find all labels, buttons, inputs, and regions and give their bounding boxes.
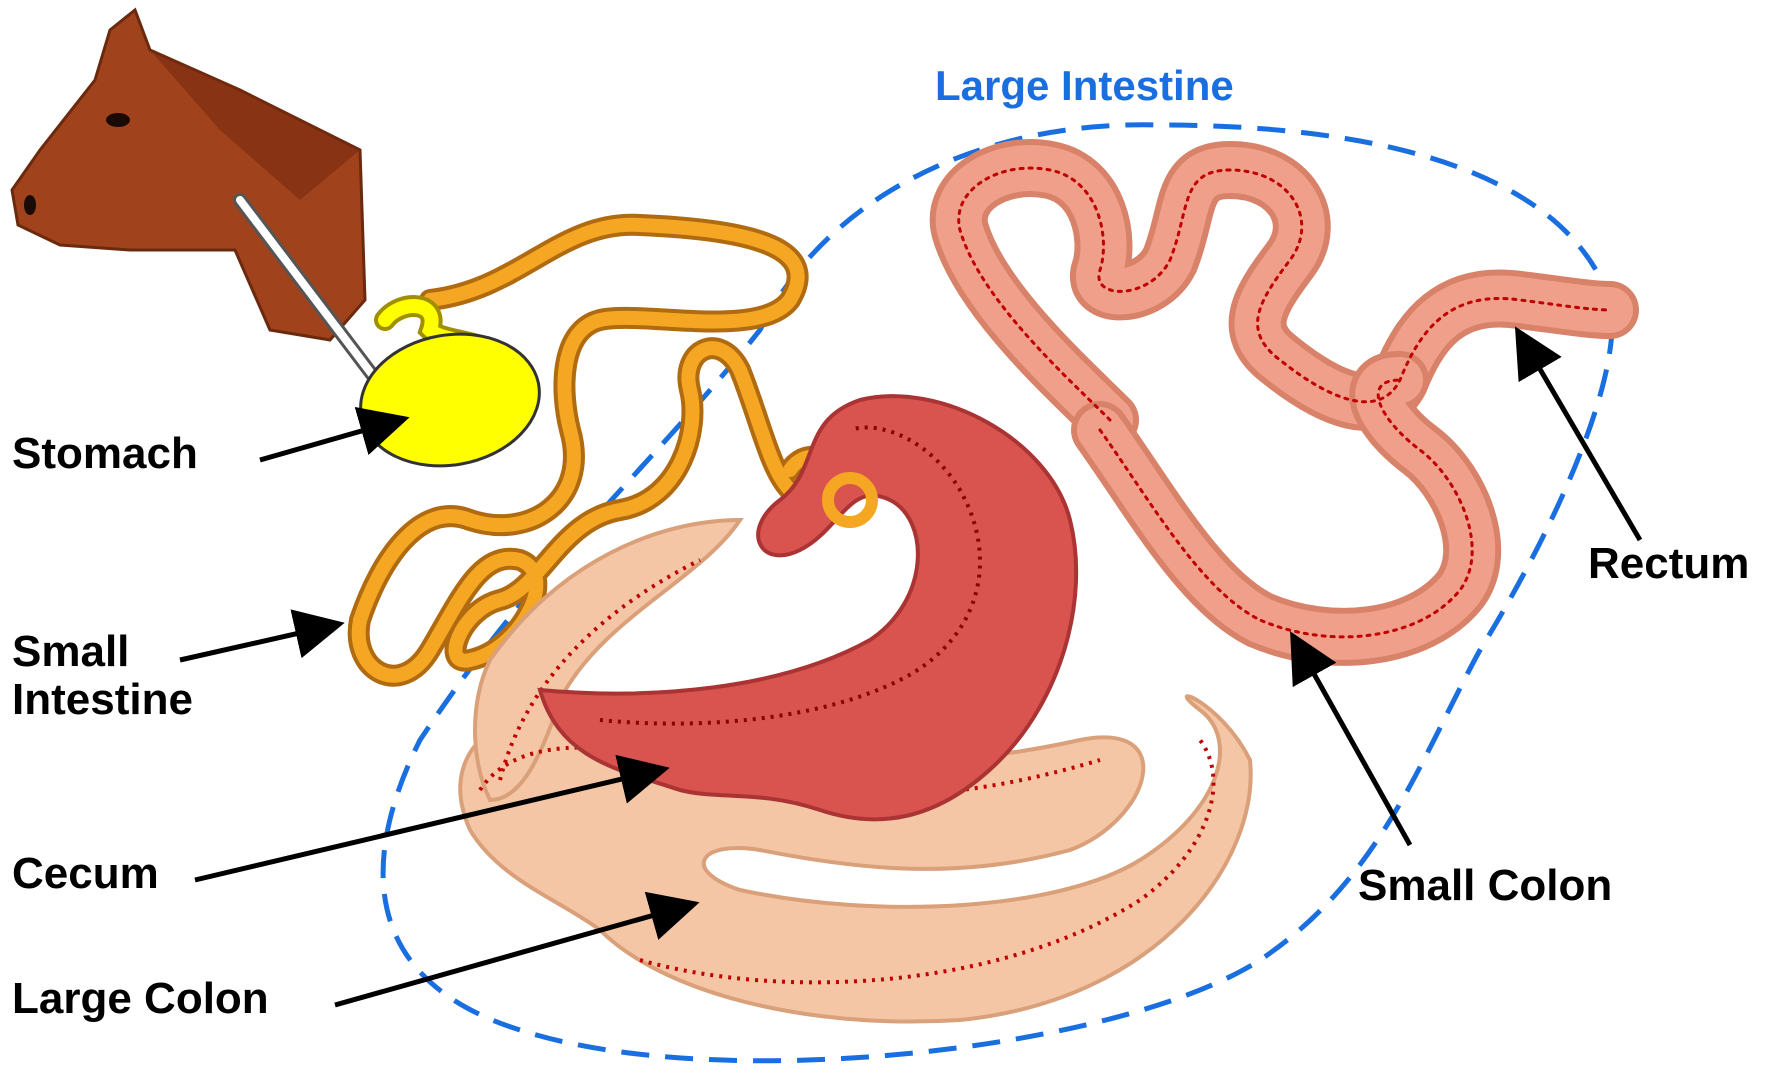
- cecum-label: Cecum: [12, 850, 159, 898]
- small-intestine-label-line1: Small: [12, 628, 193, 676]
- small-intestine-arrow: [180, 625, 335, 660]
- small-colon-arrow: [1295, 640, 1410, 845]
- rectum-arrow: [1520, 335, 1640, 540]
- small-intestine-label-line2: Intestine: [12, 676, 193, 724]
- stomach-shape: [350, 306, 550, 480]
- horse-head: [12, 10, 380, 385]
- small-intestine-label: Small Intestine: [12, 628, 193, 725]
- large-colon-label: Large Colon: [12, 975, 269, 1023]
- rectum-label: Rectum: [1588, 540, 1749, 588]
- stomach-label: Stomach: [12, 430, 198, 478]
- large-intestine-label: Large Intestine: [935, 62, 1234, 110]
- small-colon-label: Small Colon: [1358, 862, 1612, 910]
